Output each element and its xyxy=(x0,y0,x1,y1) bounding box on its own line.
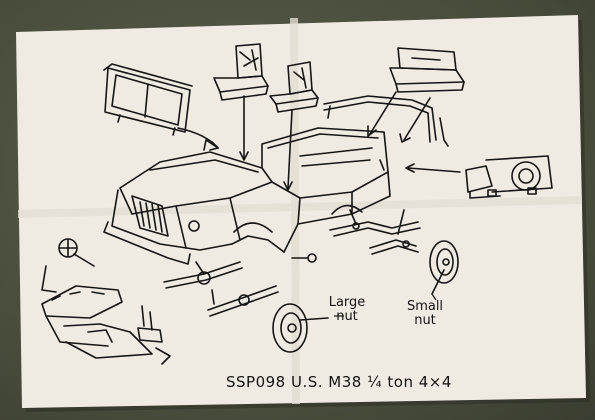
steering-wheel-part xyxy=(58,238,95,267)
assembly-arrows xyxy=(177,91,461,191)
seat-right-part xyxy=(269,61,319,113)
paper xyxy=(16,15,586,408)
small-nut-label: Small nut xyxy=(400,300,450,327)
windshield-part xyxy=(103,63,193,136)
small-wheel-part xyxy=(429,240,459,295)
rear-axle-part xyxy=(329,209,421,255)
jeep-body xyxy=(103,127,391,265)
spare-tire-part xyxy=(465,155,553,199)
shift-lever-part xyxy=(137,305,171,365)
model-caption: SSP098 U.S. M38 ¼ ton 4×4 xyxy=(226,373,452,391)
small-nut-label-line1: Small xyxy=(406,299,444,314)
small-nut-label-line2: nut xyxy=(414,312,436,328)
small-rod-part xyxy=(291,253,317,263)
large-nut-label-line1: Large xyxy=(328,295,366,310)
rear-seat-part xyxy=(389,47,465,93)
large-wheel-part xyxy=(272,303,329,353)
large-nut-label-line2: nut xyxy=(336,308,358,324)
top-bows-part xyxy=(323,95,449,147)
front-axle-part xyxy=(163,261,279,317)
large-nut-label: Large nut xyxy=(322,296,372,323)
dashboard-part xyxy=(41,265,153,359)
nut-pointers xyxy=(334,293,437,317)
